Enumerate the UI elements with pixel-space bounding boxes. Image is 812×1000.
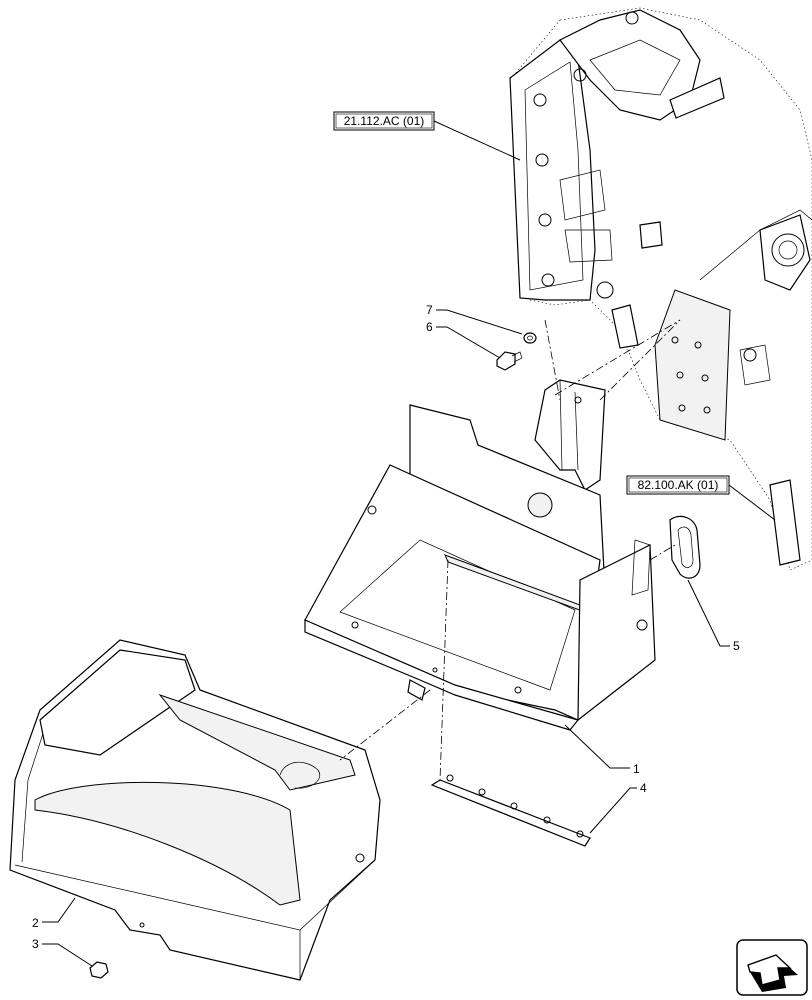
housing-bolts [533,11,757,414]
callout-2-label: 2 [32,916,39,930]
reference-support[interactable]: 82.100.AK (01) [626,475,776,521]
callout-4-label: 4 [640,781,647,795]
next-page-arrow-icon[interactable] [736,939,808,996]
assembly-center-lines [339,319,681,781]
callout-3-label: 3 [32,937,39,951]
reference-transmission[interactable]: 21.112.AC (01) [333,111,521,161]
callout-5-label: 5 [733,639,740,653]
retaining-strip [430,774,591,847]
callout-7-label: 7 [426,303,433,317]
reference-transmission-label: 21.112.AC (01) [344,114,425,128]
callout-6-label: 6 [426,320,433,334]
nut [89,961,109,979]
bolt-and-washer [496,332,537,371]
grommet [669,515,701,579]
callout-4: 4 [589,781,647,834]
battery-tray [304,379,656,731]
callout-6: 6 [426,320,501,359]
callout-7: 7 [426,303,523,335]
callout-1-label: 1 [633,762,640,776]
callout-5: 5 [687,579,740,653]
reference-support-label: 82.100.AK (01) [638,478,719,492]
callout-3: 3 [32,937,93,967]
callout-1: 1 [564,724,640,776]
callout-2: 2 [32,897,76,930]
battery-cover [9,639,381,981]
transmission-housing [509,7,812,571]
